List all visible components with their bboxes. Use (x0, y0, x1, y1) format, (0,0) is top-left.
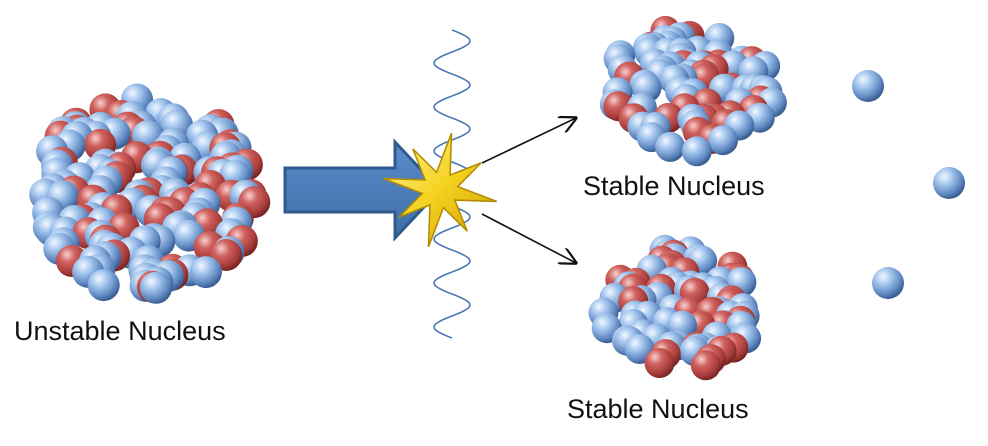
arrow-to-bottom-nucleus (481, 213, 576, 263)
neutron-sphere-icon (872, 267, 904, 299)
proton-sphere (644, 348, 675, 378)
neutron-sphere (189, 256, 222, 289)
starburst-icon (382, 132, 498, 248)
unstable-nucleus-label: Unstable Nucleus (14, 316, 226, 346)
reaction-arrows (481, 118, 576, 263)
arrow-to-top-nucleus (481, 118, 576, 164)
neutron-sphere (140, 271, 172, 304)
neutron-sphere (655, 131, 686, 162)
stable-nucleus-top-label: Stable Nucleus (583, 171, 765, 201)
neutron-sphere-icon (933, 167, 965, 199)
unstable-nucleus (29, 83, 271, 304)
neutron-sphere (708, 125, 738, 156)
neutron-sphere (87, 269, 120, 302)
proton-sphere (690, 350, 721, 381)
neutron-sphere-icon (852, 70, 884, 102)
stable-nucleus-bottom (588, 234, 762, 381)
stable-nucleus-top (599, 15, 787, 167)
free-neutrons (852, 70, 965, 299)
neutron-sphere (681, 136, 712, 167)
stable-nucleus-bottom-label: Stable Nucleus (567, 394, 749, 424)
